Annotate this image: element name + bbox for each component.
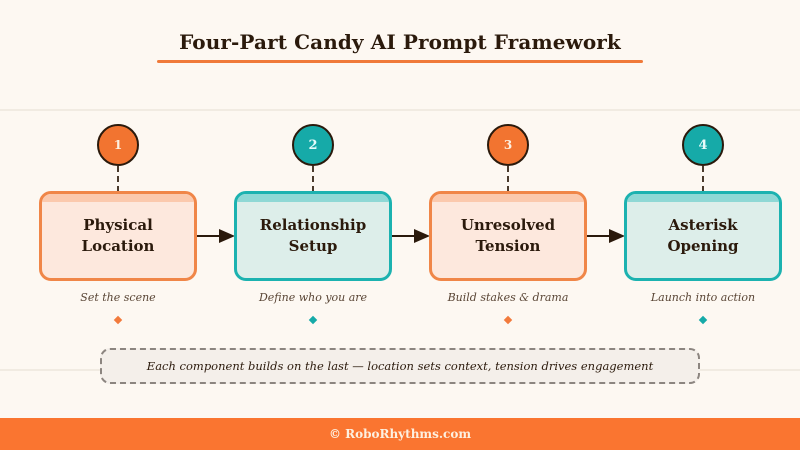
step-number-badge: 2 [292,124,334,166]
diamond-icon [308,315,318,325]
footer-banner: © RoboRhythms.com [0,418,800,450]
arrow-right-icon [587,229,625,243]
step-label: Physical Location [82,215,155,257]
label-line-1: Physical [83,216,153,234]
divider-top [0,109,800,111]
step-caption: Set the scene [80,291,156,304]
diamond-icon [113,315,123,325]
dashed-connector [117,166,119,192]
title-underline [157,60,643,63]
diamond-icon [503,315,513,325]
diamond-icon [698,315,708,325]
label-line-1: Unresolved [460,216,556,234]
step-label: Asterisk Opening [667,215,738,257]
label-line-1: Relationship [259,216,367,234]
box-top-band [237,194,389,202]
step-box: Asterisk Opening [624,191,782,281]
summary-note: Each component builds on the last — loca… [100,348,700,384]
step-number-badge: 4 [682,124,724,166]
dashed-connector [507,166,509,192]
step-box: Physical Location [39,191,197,281]
step-label: Relationship Setup [260,215,367,257]
label-line-2: Tension [475,237,541,255]
step-box: Relationship Setup [234,191,392,281]
label-line-1: Asterisk [668,216,738,234]
step-label: Unresolved Tension [461,215,555,257]
step-caption: Launch into action [650,291,756,304]
arrow-right-icon [392,229,430,243]
label-line-2: Setup [288,237,338,255]
label-line-2: Opening [667,237,739,255]
step-number-badge: 1 [97,124,139,166]
dashed-connector [702,166,704,192]
step-caption: Build stakes & drama [447,291,569,304]
page-title: Four-Part Candy AI Prompt Framework [179,30,621,54]
box-top-band [42,194,194,202]
step-box: Unresolved Tension [429,191,587,281]
box-top-band [627,194,779,202]
box-top-band [432,194,584,202]
arrow-right-icon [197,229,235,243]
step-number-badge: 3 [487,124,529,166]
label-line-2: Location [81,237,155,255]
step-caption: Define who you are [258,291,368,304]
dashed-connector [312,166,314,192]
